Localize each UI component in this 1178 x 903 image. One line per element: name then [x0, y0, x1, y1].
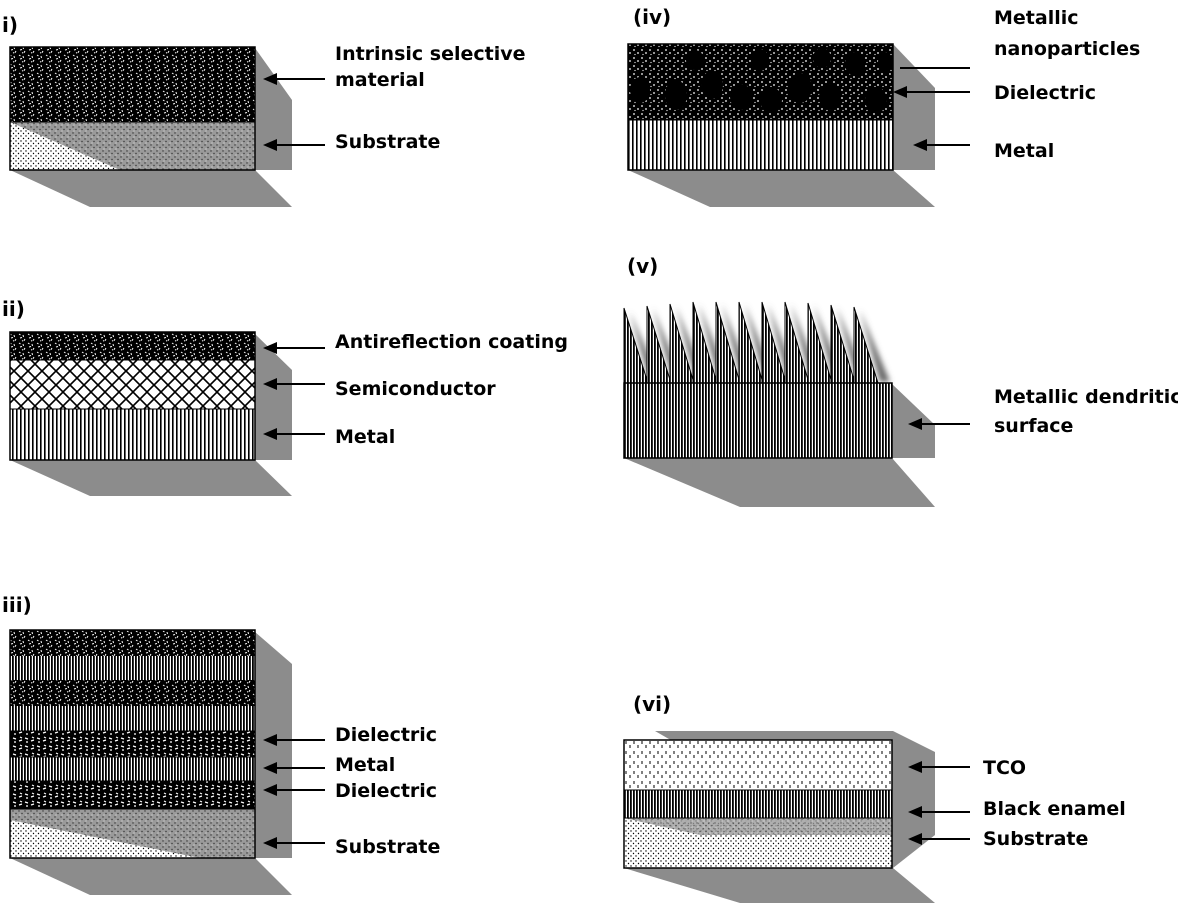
shadow — [892, 384, 935, 458]
label-semiconductor: Semiconductor — [335, 378, 496, 400]
antireflection-layer — [10, 332, 255, 360]
shadow — [10, 170, 292, 207]
stack-outline — [9, 46, 256, 171]
shadow — [628, 170, 935, 207]
label-substrate: Substrate — [335, 836, 440, 858]
stack-outline — [623, 739, 893, 869]
label-metal: Metal — [335, 754, 395, 776]
substrate-highlight — [10, 122, 120, 170]
arrowhead — [263, 378, 277, 390]
arrowhead — [908, 761, 922, 773]
arrowhead — [263, 784, 277, 796]
shadow — [893, 44, 935, 170]
black-enamel-layer — [624, 790, 892, 818]
label-substrate: Substrate — [335, 131, 440, 153]
arrowhead — [908, 833, 922, 845]
panel-v-label: (v) — [627, 254, 658, 278]
arrowhead — [908, 418, 922, 430]
dielectric-layer — [10, 731, 255, 757]
label-metallic-dendritic: Metallic dendritic — [994, 386, 1178, 408]
panel-iv-label: (iv) — [633, 5, 671, 29]
label-metal: Metal — [994, 140, 1054, 162]
metal-base-layer — [624, 383, 892, 458]
label-antireflection: Antireflection coating — [335, 331, 568, 353]
arrowhead — [263, 428, 277, 440]
arrowhead — [263, 762, 277, 774]
semiconductor-layer — [10, 360, 255, 409]
label-surface: surface — [994, 415, 1073, 437]
label-intrinsic-selective: Intrinsic selective — [335, 43, 526, 65]
shadow — [255, 632, 292, 858]
arrowhead — [908, 806, 922, 818]
intrinsic-selective-layer — [10, 47, 255, 122]
arrowhead — [263, 837, 277, 849]
stack-outline — [9, 331, 256, 461]
panel-i-label: i) — [2, 13, 18, 37]
arrowhead — [893, 86, 907, 98]
panel-i: i) Intrinsic selective material Substrat… — [2, 13, 526, 207]
label-black-enamel: Black enamel — [983, 798, 1126, 820]
panel-v: (v) — [623, 254, 1178, 507]
shadow — [624, 868, 935, 903]
label-material: material — [335, 69, 425, 91]
panel-vi: (vi) TCO Black enamel Substrate — [623, 692, 1126, 903]
label-dielectric: Dielectric — [994, 82, 1096, 104]
tco-layer — [624, 740, 892, 790]
shadow — [10, 858, 292, 895]
stack-outline — [627, 43, 894, 171]
label-dielectric-bottom: Dielectric — [335, 780, 437, 802]
label-nanoparticles: nanoparticles — [994, 38, 1140, 60]
stack-outline — [9, 629, 256, 859]
panel-ii-label: ii) — [2, 297, 25, 321]
panel-iii-label: iii) — [2, 593, 32, 617]
label-tco: TCO — [983, 757, 1026, 779]
arrowhead — [263, 73, 277, 85]
substrate-shade — [624, 818, 892, 835]
dendrites — [623, 301, 879, 384]
stack-layer — [10, 630, 255, 656]
label-dielectric-top: Dielectric — [335, 724, 437, 746]
shadow — [255, 334, 292, 460]
base-outline — [623, 382, 893, 459]
arrowhead — [263, 734, 277, 746]
stack-layer — [10, 706, 255, 731]
arrowhead — [263, 342, 277, 354]
shadow — [10, 460, 292, 496]
substrate-highlight — [10, 820, 200, 858]
stack-layer — [10, 680, 255, 706]
label-substrate: Substrate — [983, 828, 1088, 850]
panel-ii: ii) Antireflection coating Semiconductor… — [2, 297, 568, 496]
metal-layer — [10, 409, 255, 460]
arrowhead — [913, 139, 927, 151]
metal-layer — [628, 120, 893, 170]
panel-iv: (iv) Metallic nanoparticles Diel — [627, 5, 1140, 207]
shadow — [624, 458, 935, 507]
panel-iii: iii) Dielectric Metal Dielectric Substra… — [2, 593, 440, 895]
stack-layer — [10, 656, 255, 680]
metal-layer — [10, 757, 255, 781]
arrowhead — [263, 139, 277, 151]
label-metal: Metal — [335, 426, 395, 448]
dielectric-layer — [10, 781, 255, 809]
nanoparticles — [630, 48, 892, 113]
panel-vi-label: (vi) — [633, 692, 671, 716]
shadow — [255, 48, 292, 170]
label-metallic: Metallic — [994, 7, 1079, 29]
